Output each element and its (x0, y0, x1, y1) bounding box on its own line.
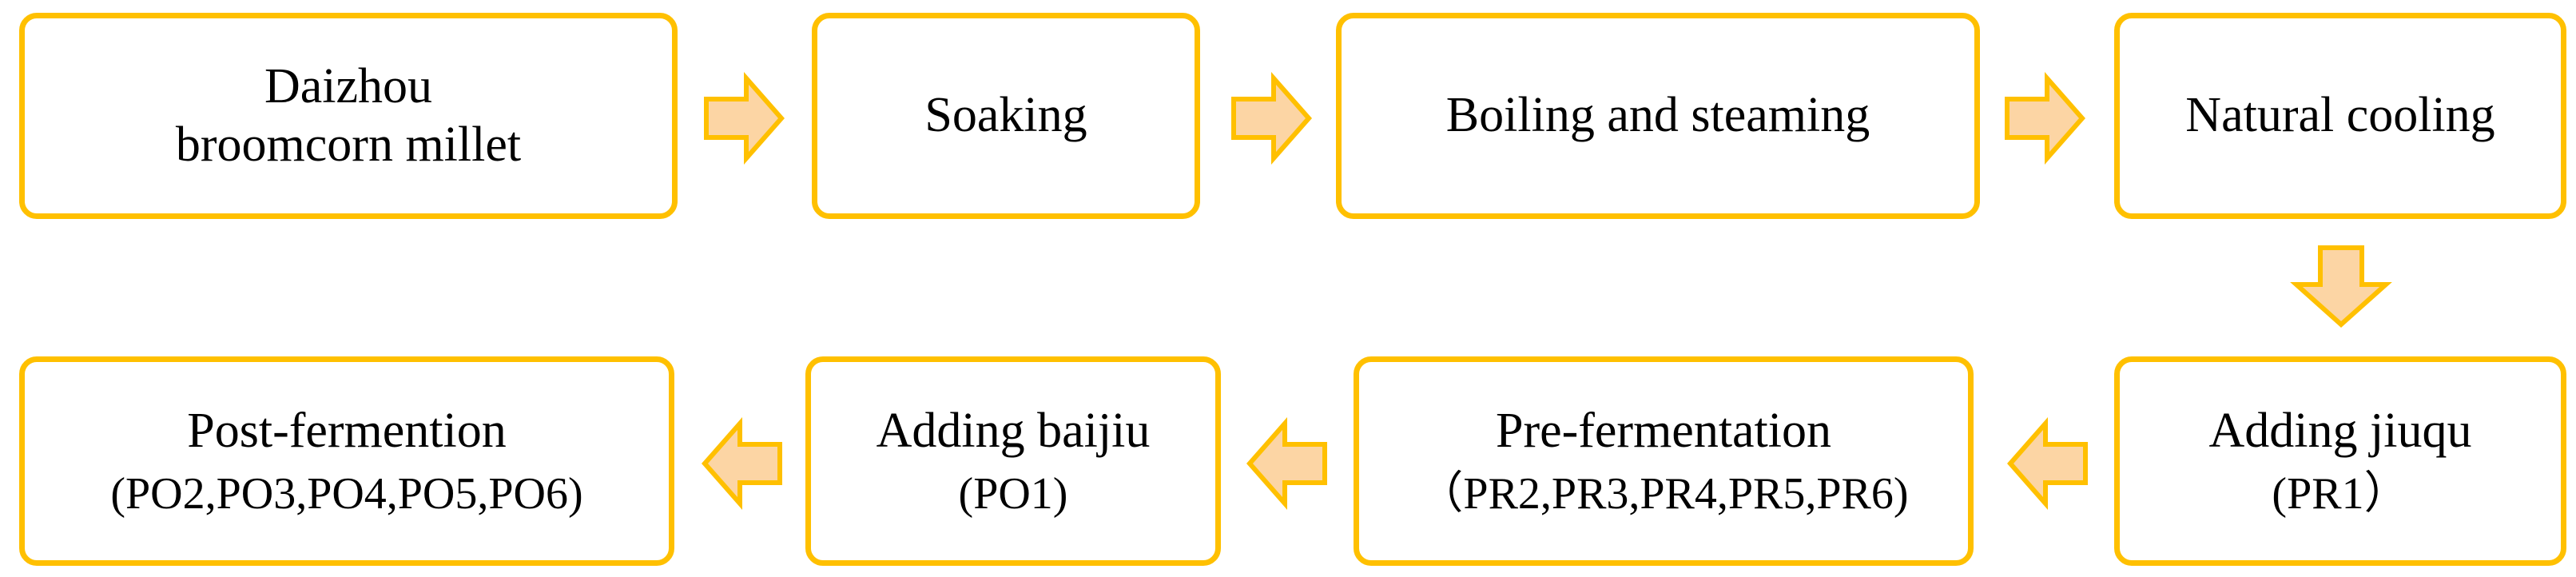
step-natural-cooling: Natural cooling (2114, 13, 2566, 219)
step-adding-jiuqu: Adding jiuqu (PR1） (2114, 356, 2566, 566)
arrow-down-icon (2290, 245, 2392, 328)
step-boiling-and-steaming: Boiling and steaming (1336, 13, 1980, 219)
step-label: Post-fermention (187, 404, 507, 459)
step-post-fermention: Post-fermention (PO2,PO3,PO4,PO5,PO6) (19, 356, 674, 566)
arrow-left-icon (1246, 417, 1327, 510)
step-pre-fermentation: Pre-fermentation （PR2,PR3,PR4,PR5,PR6) (1354, 356, 1974, 566)
step-daizhou-broomcorn-millet: Daizhou broomcorn millet (19, 13, 678, 219)
step-label-line1: Daizhou (264, 58, 433, 113)
step-label: Natural cooling (2185, 88, 2495, 143)
step-label: Soaking (924, 88, 1087, 143)
step-label: Boiling and steaming (1445, 88, 1870, 143)
arrow-left-icon (2007, 417, 2088, 510)
step-sample-codes: (PO2,PO3,PO4,PO5,PO6) (110, 468, 583, 519)
arrow-right-icon (1231, 72, 1312, 165)
step-adding-baijiu: Adding baijiu (PO1) (805, 356, 1221, 566)
step-label: Adding jiuqu (2208, 404, 2472, 459)
step-sample-codes: (PR1） (2272, 468, 2409, 519)
step-label: Pre-fermentation (1495, 404, 1832, 459)
step-soaking: Soaking (812, 13, 1200, 219)
arrow-right-icon (2005, 72, 2085, 165)
arrow-left-icon (702, 417, 782, 510)
step-label-line2: broomcorn millet (175, 117, 522, 172)
step-label: Adding baijiu (876, 404, 1151, 459)
step-sample-codes: （PR2,PR3,PR4,PR5,PR6) (1418, 468, 1909, 519)
arrow-right-icon (704, 72, 785, 165)
step-sample-codes: (PO1) (958, 468, 1068, 519)
